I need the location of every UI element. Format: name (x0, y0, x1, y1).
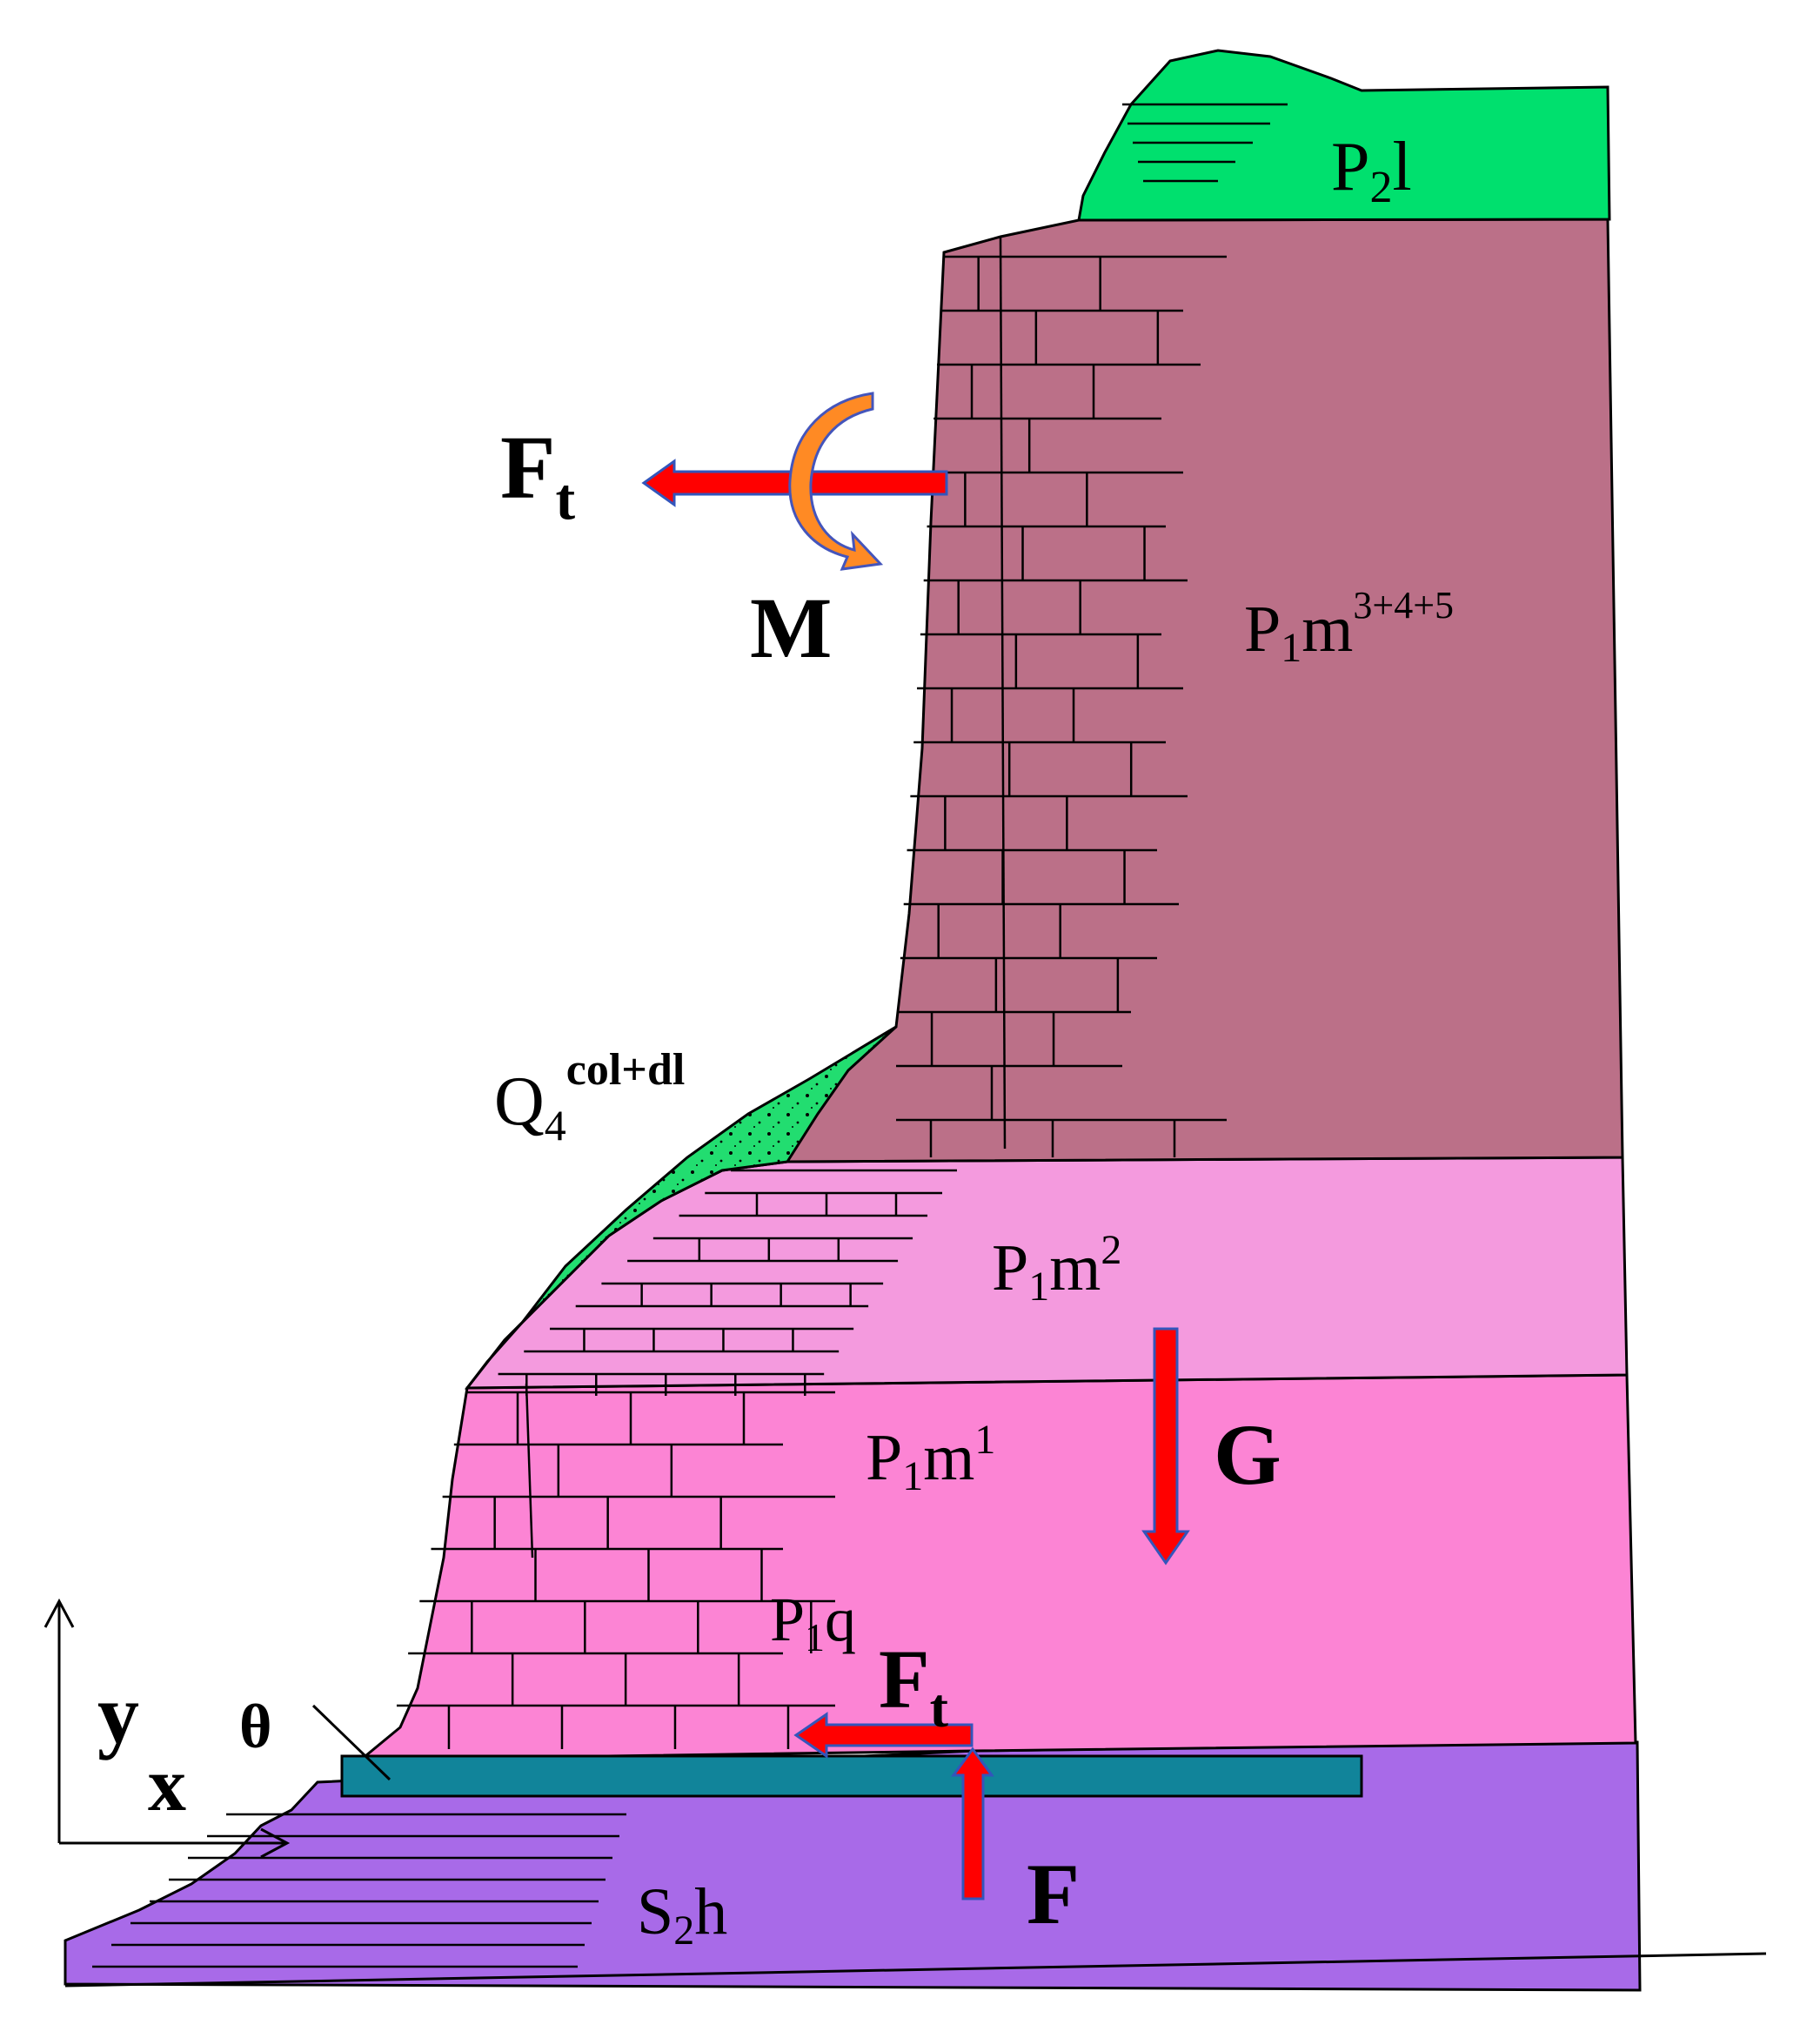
label-p1m1: P1m1 (866, 1417, 995, 1499)
label-ft-bottom: Ft (879, 1632, 949, 1739)
fracture-line (525, 1383, 534, 1559)
force-g-arrow (1141, 1327, 1190, 1565)
moment-arc-icon (788, 392, 884, 571)
label-p1m345: P1m3+4+5 (1244, 584, 1454, 671)
theta-indicator-line (311, 1704, 391, 1781)
stratum-p2l (1077, 49, 1611, 222)
weak-interlayer-bar (340, 1754, 1363, 1798)
ground-line (64, 1952, 1767, 1988)
label-moment: M (750, 580, 832, 676)
x-axis-arrowhead (260, 1827, 291, 1859)
q4-dot-texture (467, 1027, 896, 1388)
label-q4: Q4col+dl (494, 1045, 685, 1150)
fracture-line (999, 236, 1007, 1150)
rock-texture (92, 103, 1288, 1968)
y-axis-arrowhead (43, 1598, 75, 1628)
stratum-p1m345 (785, 218, 1624, 1163)
label-theta: θ (239, 1692, 272, 1761)
coordinate-axes (43, 1598, 391, 1859)
label-p1m2: P1m2 (992, 1227, 1121, 1310)
force-f-arrow (951, 1746, 994, 1901)
label-x-axis: x (148, 1743, 186, 1827)
label-ft-top: Ft (500, 418, 576, 532)
label-gravity: G (1214, 1406, 1281, 1503)
label-p1q: P1q (770, 1585, 856, 1659)
force-ft-bottom-arrow (793, 1712, 974, 1759)
label-y-axis: y (97, 1667, 139, 1760)
label-p2l: P2l (1331, 129, 1412, 212)
label-s2h: S2h (637, 1875, 727, 1954)
stratum-s2h (64, 1740, 1642, 1992)
label-support-force: F (1027, 1846, 1080, 1942)
